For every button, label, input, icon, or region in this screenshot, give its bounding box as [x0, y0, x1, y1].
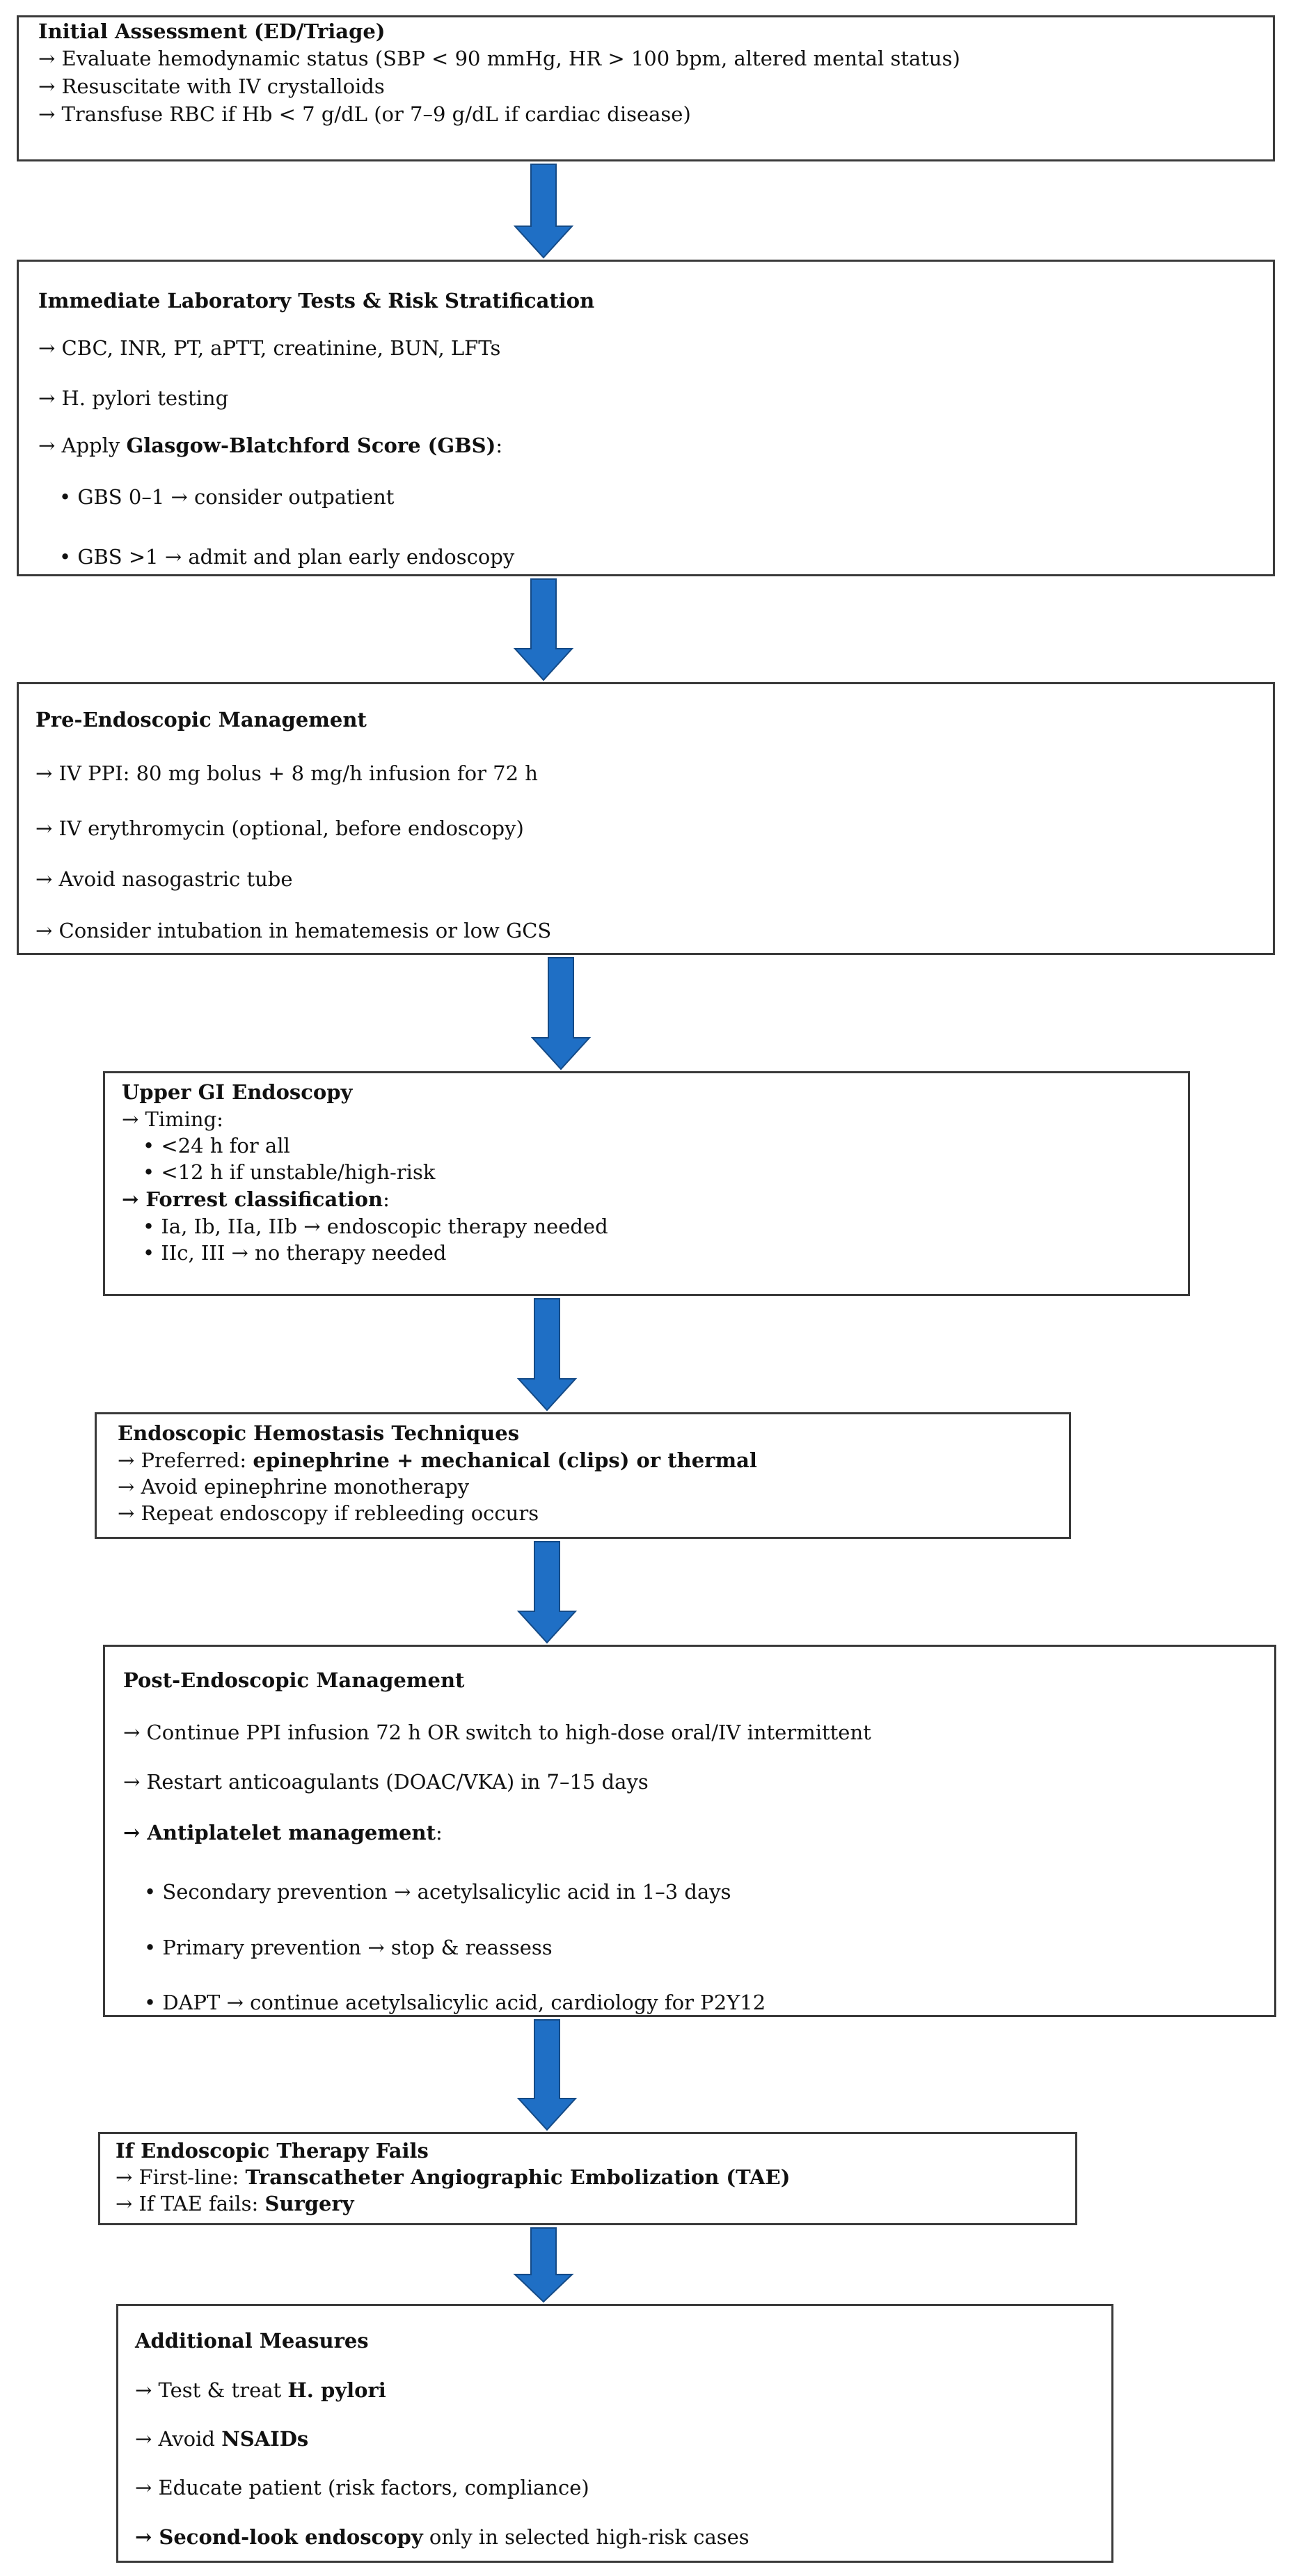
bold-text: H. pylori	[287, 2378, 386, 2402]
step-title: Post-Endoscopic Management	[123, 1668, 465, 1692]
step-line: → Educate patient (risk factors, complia…	[118, 2475, 1111, 2500]
text: → Timing:	[122, 1107, 223, 1131]
step-box-3: Pre-Endoscopic Management → IV PPI: 80 mg…	[17, 682, 1275, 955]
step-line: → Avoid epinephrine monotherapy	[97, 1474, 1069, 1499]
text: → Avoid	[135, 2427, 222, 2451]
step-title: Additional Measures	[135, 2329, 369, 2353]
step-line: → Preferred: epinephrine + mechanical (c…	[97, 1448, 1069, 1473]
text: → IV PPI: 80 mg bolus + 8 mg/h infusion …	[35, 761, 538, 785]
step-line: → Resuscitate with IV crystalloids	[19, 74, 1273, 99]
bold-text: NSAIDs	[221, 2427, 309, 2451]
step-line: • IIc, III → no therapy needed	[105, 1240, 1188, 1265]
text: → First-line:	[116, 2165, 246, 2189]
bold-text: epinephrine + mechanical (clips) or ther…	[253, 1448, 757, 1472]
step-title: Immediate Laboratory Tests & Risk Strati…	[38, 289, 595, 313]
down-arrow-icon	[516, 1541, 578, 1644]
text: :	[383, 1187, 390, 1211]
text: only in selected high-risk cases	[422, 2525, 749, 2549]
step-box-4: Upper GI Endoscopy → Timing: • <24 h for a…	[103, 1071, 1190, 1296]
step-box-5: Endoscopic Hemostasis Techniques → Prefer…	[95, 1412, 1071, 1539]
step-line: → Avoid NSAIDs	[118, 2426, 1111, 2451]
bold-text: → Second-look endoscopy	[135, 2525, 423, 2549]
step-line: → Antiplatelet management:	[105, 1820, 1274, 1845]
step-line: → Transfuse RBC if Hb < 7 g/dL (or 7–9 g…	[19, 102, 1273, 127]
step-line: • GBS >1 → admit and plan early endoscop…	[19, 544, 1273, 569]
step-line: → H. pylori testing	[19, 386, 1273, 411]
text: • IIc, III → no therapy needed	[143, 1241, 447, 1265]
text: • Secondary prevention → acetylsalicylic…	[144, 1880, 731, 1904]
step-title: Pre-Endoscopic Management	[35, 708, 367, 732]
bold-text: Glasgow-Blatchford Score (GBS)	[126, 434, 496, 457]
step-line: → Evaluate hemodynamic status (SBP < 90 …	[19, 46, 1273, 71]
bold-text: Transcatheter Angiographic Embolization …	[245, 2165, 791, 2189]
text: → Test & treat	[135, 2378, 288, 2402]
step-title: If Endoscopic Therapy Fails	[116, 2139, 429, 2163]
step-line: • Primary prevention → stop & reassess	[105, 1935, 1274, 1960]
text: → Educate patient (risk factors, complia…	[135, 2476, 589, 2499]
down-arrow-icon	[530, 957, 592, 1070]
text: → Apply	[38, 434, 127, 457]
bold-text: → Forrest classification	[122, 1187, 383, 1211]
text: :	[435, 1821, 443, 1844]
text: → CBC, INR, PT, aPTT, creatinine, BUN, L…	[38, 336, 501, 360]
step-line: → IV PPI: 80 mg bolus + 8 mg/h infusion …	[19, 761, 1273, 786]
step-line: • Ia, Ib, IIa, IIb → endoscopic therapy …	[105, 1214, 1188, 1239]
down-arrow-icon	[513, 2227, 574, 2303]
step-box-7: If Endoscopic Therapy Fails→ First-line:…	[98, 2132, 1077, 2225]
step-line: → Repeat endoscopy if rebleeding occurs	[97, 1501, 1069, 1526]
step-line: → Consider intubation in hematemesis or …	[19, 918, 1273, 943]
text: → Consider intubation in hematemesis or …	[35, 919, 552, 942]
text: → IV erythromycin (optional, before endo…	[35, 816, 524, 840]
text: → Resuscitate with IV crystalloids	[38, 74, 385, 98]
text: :	[495, 434, 503, 457]
text: • GBS 0–1 → consider outpatient	[59, 485, 395, 509]
text: → Restart anticoagulants (DOAC/VKA) in 7…	[123, 1770, 649, 1794]
step-line: → Timing:	[105, 1107, 1188, 1132]
step-line: → Restart anticoagulants (DOAC/VKA) in 7…	[105, 1769, 1274, 1794]
step-box-1: Initial Assessment (ED/Triage) → Evaluate…	[17, 15, 1275, 161]
step-box-2: Immediate Laboratory Tests & Risk Strati…	[17, 260, 1275, 576]
text: • GBS >1 → admit and plan early endoscop…	[59, 545, 515, 569]
text: • Primary prevention → stop & reassess	[144, 1936, 553, 1959]
text: → If TAE fails:	[116, 2192, 265, 2215]
text: → Transfuse RBC if Hb < 7 g/dL (or 7–9 g…	[38, 102, 691, 126]
text: • Ia, Ib, IIa, IIb → endoscopic therapy …	[143, 1215, 608, 1238]
step-line: → Apply Glasgow-Blatchford Score (GBS):	[19, 433, 1273, 458]
step-box-6: Post-Endoscopic Management → Continue PPI…	[103, 1645, 1276, 2017]
step-line: → Second-look endoscopy only in selected…	[118, 2524, 1111, 2550]
text: → Continue PPI infusion 72 h OR switch t…	[123, 1721, 871, 1744]
down-arrow-icon	[516, 1298, 578, 1412]
bold-text: → Antiplatelet management	[123, 1821, 436, 1844]
step-line: • GBS 0–1 → consider outpatient	[19, 484, 1273, 509]
step-line: → Avoid nasogastric tube	[19, 867, 1273, 892]
step-box-8: Additional Measures → Test & treat H. pyl…	[116, 2304, 1113, 2563]
text: → Evaluate hemodynamic status (SBP < 90 …	[38, 47, 960, 70]
down-arrow-icon	[513, 164, 574, 259]
step-line: • Secondary prevention → acetylsalicylic…	[105, 1879, 1274, 1904]
step-title: Initial Assessment (ED/Triage)	[38, 19, 386, 43]
text: → H. pylori testing	[38, 386, 229, 410]
down-arrow-icon	[516, 2019, 578, 2131]
step-line: → Forrest classification:	[105, 1187, 1188, 1212]
step-title: Upper GI Endoscopy	[122, 1080, 353, 1104]
step-line: → If TAE fails: Surgery	[100, 2191, 1075, 2216]
bold-text: Surgery	[264, 2192, 354, 2215]
step-title: Endoscopic Hemostasis Techniques	[118, 1421, 520, 1445]
step-line: • <12 h if unstable/high-risk	[105, 1160, 1188, 1185]
text: → Avoid epinephrine monotherapy	[118, 1475, 470, 1499]
text: → Preferred:	[118, 1448, 253, 1472]
down-arrow-icon	[513, 578, 574, 681]
step-line: • <24 h for all	[105, 1133, 1188, 1158]
step-line: → Test & treat H. pylori	[118, 2378, 1111, 2403]
step-line: → IV erythromycin (optional, before endo…	[19, 816, 1273, 841]
step-line: → CBC, INR, PT, aPTT, creatinine, BUN, L…	[19, 335, 1273, 361]
step-line: → First-line: Transcatheter Angiographic…	[100, 2165, 1075, 2190]
text: • <24 h for all	[143, 1134, 290, 1157]
text: • DAPT → continue acetylsalicylic acid, …	[144, 1991, 766, 2014]
step-line: → Continue PPI infusion 72 h OR switch t…	[105, 1720, 1274, 1745]
text: → Avoid nasogastric tube	[35, 867, 293, 891]
step-line: • DAPT → continue acetylsalicylic acid, …	[105, 1990, 1274, 2015]
text: → Repeat endoscopy if rebleeding occurs	[118, 1501, 539, 1525]
text: • <12 h if unstable/high-risk	[143, 1160, 436, 1184]
